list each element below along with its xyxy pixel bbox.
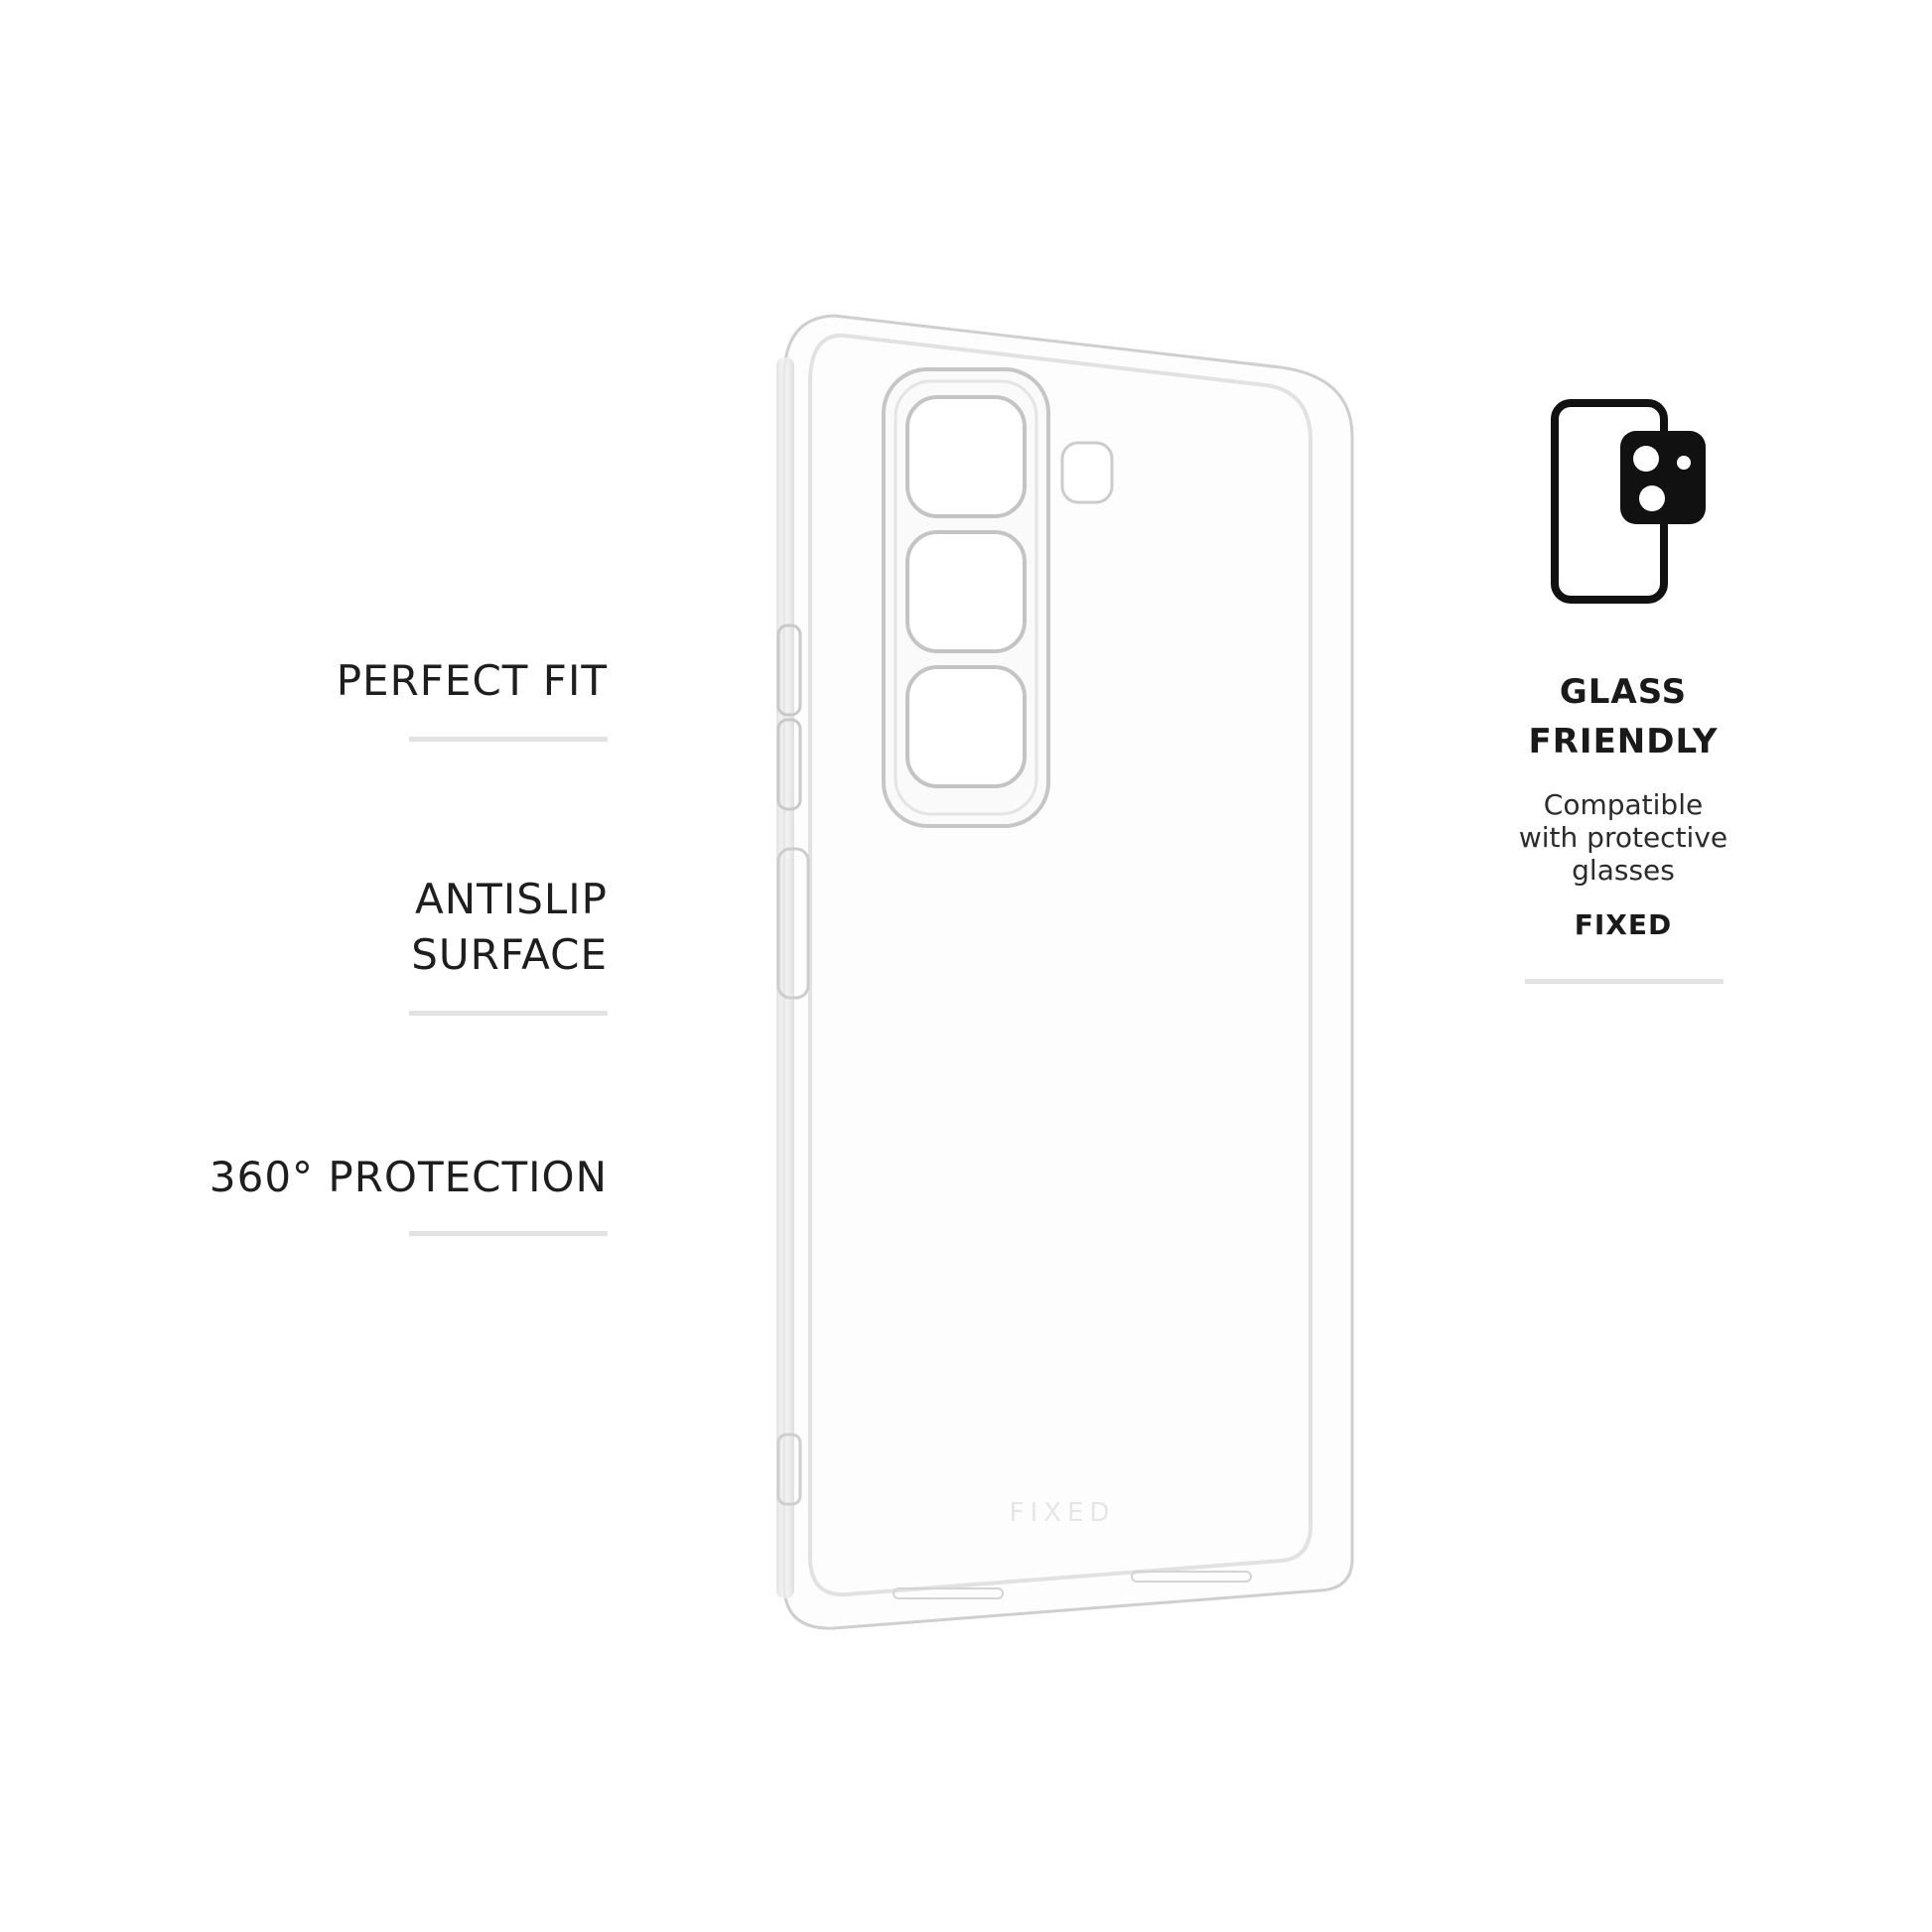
camera-lens-3 — [905, 665, 1027, 788]
camera-lens-2 — [905, 530, 1027, 653]
glass-friendly-title: GLASS FRIENDLY — [1479, 667, 1767, 766]
case-button-1 — [776, 623, 802, 717]
feature-360-label: 360° PROTECTION — [208, 1153, 608, 1201]
feature-antislip-label-line1: ANTISLIP — [415, 875, 608, 923]
bottom-opening-1 — [893, 1587, 1004, 1599]
camera-lens-icon-part-1 — [1633, 446, 1659, 472]
feature-360-protection: 360° PROTECTION — [209, 1150, 608, 1205]
feature-perfect-fit: PERFECT FIT — [337, 653, 608, 709]
divider-360 — [409, 1231, 608, 1236]
case-outline — [782, 314, 1354, 1630]
phone-glass-camera-icon — [1551, 399, 1706, 604]
camera-flash-icon-part — [1677, 456, 1691, 470]
case-inner-rim — [808, 333, 1312, 1597]
camera-island-inner — [894, 379, 1038, 816]
feature-perfect-fit-label: PERFECT FIT — [336, 656, 608, 705]
glass-friendly-desc-line3: glasses — [1572, 854, 1675, 887]
case-button-3 — [776, 847, 810, 1000]
divider-perfect-fit — [409, 737, 608, 742]
glass-friendly-desc-line1: Compatible — [1543, 788, 1704, 821]
bottom-opening-2 — [1131, 1571, 1252, 1583]
flash-cutout — [1060, 441, 1114, 504]
divider-glass-friendly — [1525, 979, 1724, 984]
case-side-edge — [776, 357, 794, 1598]
glass-friendly-desc-line2: with protective — [1518, 821, 1728, 854]
case-button-2 — [776, 718, 802, 811]
glass-friendly-description: Compatible with protective glasses — [1479, 788, 1767, 887]
clear-phone-case-image: FIXED — [776, 314, 1354, 1630]
camera-lens-icon-part-2 — [1639, 485, 1665, 511]
glass-friendly-title-line2: FRIENDLY — [1528, 722, 1719, 761]
feature-antislip-surface: ANTISLIP SURFACE — [411, 872, 608, 983]
feature-antislip-label-line2: SURFACE — [411, 930, 608, 979]
glass-friendly-title-line1: GLASS — [1559, 672, 1688, 712]
case-port — [776, 1433, 802, 1506]
case-logo-watermark: FIXED — [1010, 1498, 1116, 1528]
brand-name: FIXED — [1574, 908, 1673, 941]
camera-module-icon-part — [1620, 431, 1706, 524]
camera-lens-1 — [905, 395, 1027, 518]
divider-antislip — [409, 1011, 608, 1016]
